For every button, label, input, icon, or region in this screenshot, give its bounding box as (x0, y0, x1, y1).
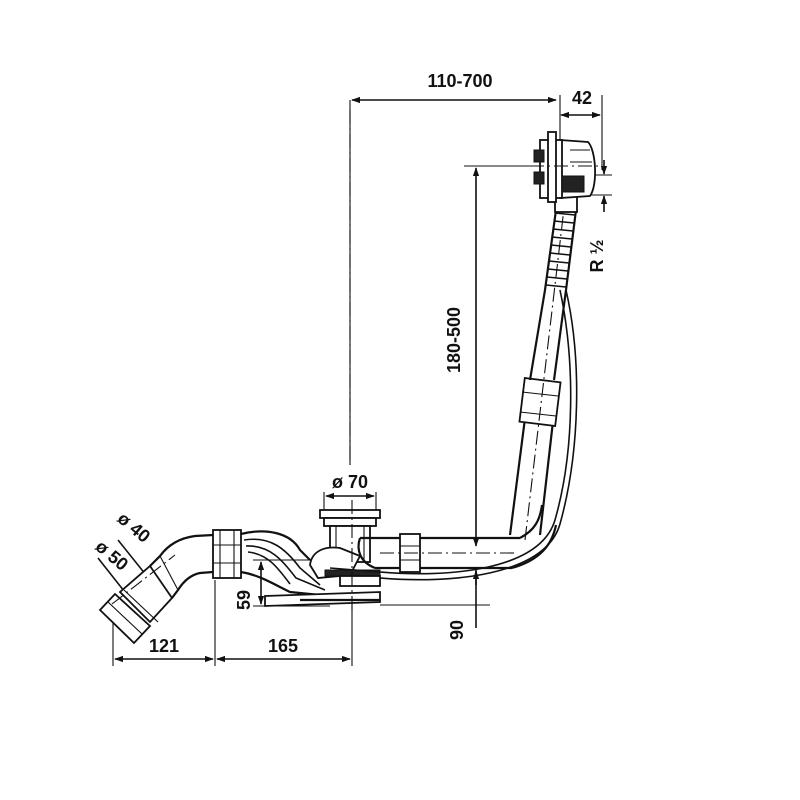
dimension-180-500: 180-500 (444, 165, 530, 547)
overflow-horizontal-pipe (357, 533, 520, 573)
dimension-90: 90 (380, 570, 490, 640)
outlet-elbow (98, 533, 214, 645)
dimension-121-165: 121 165 (112, 580, 353, 666)
dimension-diameter-70: ø 70 (323, 472, 377, 512)
label-42: 42 (572, 88, 592, 108)
label-diameter-70: ø 70 (332, 472, 368, 492)
overflow-head (530, 131, 600, 213)
label-165: 165 (268, 636, 298, 656)
label-59: 59 (234, 590, 254, 610)
trap-body (240, 530, 381, 607)
waste-plug (309, 500, 381, 610)
overflow-elbow (511, 504, 558, 570)
label-180-500: 180-500 (444, 307, 464, 373)
label-thread: R ½ (587, 239, 607, 272)
dimension-110-700: 110-700 (349, 71, 557, 465)
dimension-42: 42 (559, 88, 603, 170)
label-diameter-50: ø 50 (92, 536, 132, 574)
bowden-cable (329, 289, 578, 581)
label-90: 90 (447, 620, 467, 640)
overflow-vertical-pipe (508, 199, 578, 541)
coupling-nut (212, 529, 242, 579)
dimension-thread: R ½ (585, 160, 612, 273)
label-121: 121 (149, 636, 179, 656)
label-110-700: 110-700 (427, 71, 492, 91)
